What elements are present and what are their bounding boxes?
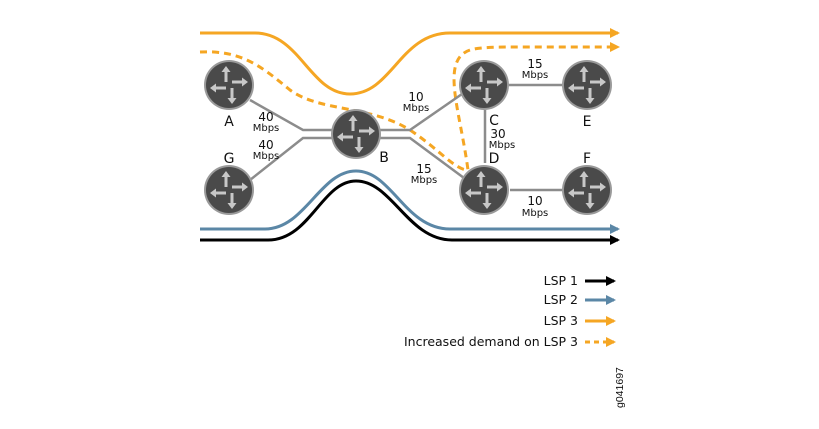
bandwidth-label-b-d: 15 Mbps: [411, 162, 438, 186]
lsp1-path: [200, 179, 620, 245]
bandwidth-unit: Mbps: [411, 175, 438, 186]
lsp3-path: [200, 28, 620, 96]
bandwidth-label-d-f: 10 Mbps: [522, 194, 549, 219]
bandwidth-value: 30: [490, 127, 505, 141]
bandwidth-value: 40: [258, 138, 273, 152]
bandwidth-unit: Mbps: [253, 123, 280, 134]
bandwidth-unit: Mbps: [489, 140, 516, 151]
bandwidth-value: 10: [408, 90, 423, 104]
router-b: [331, 109, 381, 159]
node-label-d: D: [489, 151, 500, 167]
legend-item-lsp2: LSP 2: [544, 292, 616, 307]
router-a: [204, 60, 254, 110]
router-c: [459, 60, 509, 110]
router-d: [459, 165, 509, 215]
bandwidth-label-c-e: 15 Mbps: [522, 57, 549, 81]
router-g: [204, 165, 254, 215]
legend-item-lsp3-increase: Increased demand on LSP 3: [404, 334, 616, 349]
node-label-f: F: [583, 151, 591, 167]
node-label-c: C: [489, 113, 499, 129]
link-a-b: [249, 98, 332, 132]
bandwidth-unit: Mbps: [253, 151, 280, 162]
node-label-a: A: [224, 114, 234, 130]
bandwidth-value: 15: [416, 162, 431, 176]
router-f: [562, 165, 612, 215]
legend-label: LSP 1: [544, 273, 578, 288]
node-label-b: B: [379, 150, 389, 166]
bandwidth-unit: Mbps: [522, 70, 549, 81]
legend-item-lsp3: LSP 3: [544, 313, 616, 328]
bandwidth-label-b-c: 10 Mbps: [403, 90, 430, 114]
bandwidth-label-c-d: 30 Mbps: [489, 127, 516, 151]
legend-label: LSP 2: [544, 292, 578, 307]
router-e: [562, 60, 612, 110]
node-label-e: E: [583, 114, 592, 130]
legend: LSP 1 LSP 2 LSP 3 Increased demand on LS…: [404, 273, 616, 349]
bandwidth-label-a-b: 40 Mbps: [253, 110, 280, 134]
figure-id: g041697: [614, 367, 626, 408]
legend-label: Increased demand on LSP 3: [404, 334, 578, 349]
lsp2-path: [200, 169, 620, 234]
legend-item-lsp1: LSP 1: [544, 273, 616, 288]
bandwidth-value: 15: [527, 57, 542, 71]
bandwidth-value: 40: [258, 110, 273, 124]
link-b-c: [380, 92, 463, 132]
node-label-g: G: [224, 151, 235, 167]
bandwidth-value: 10: [527, 194, 542, 208]
link-b-d: [380, 136, 465, 180]
legend-label: LSP 3: [544, 313, 578, 328]
bandwidth-label-g-b: 40 Mbps: [253, 138, 280, 162]
lsp3-increased-demand-path: [199, 42, 620, 172]
link-g-b: [249, 136, 332, 181]
bandwidth-unit: Mbps: [403, 103, 430, 114]
bandwidth-unit: Mbps: [522, 208, 549, 219]
